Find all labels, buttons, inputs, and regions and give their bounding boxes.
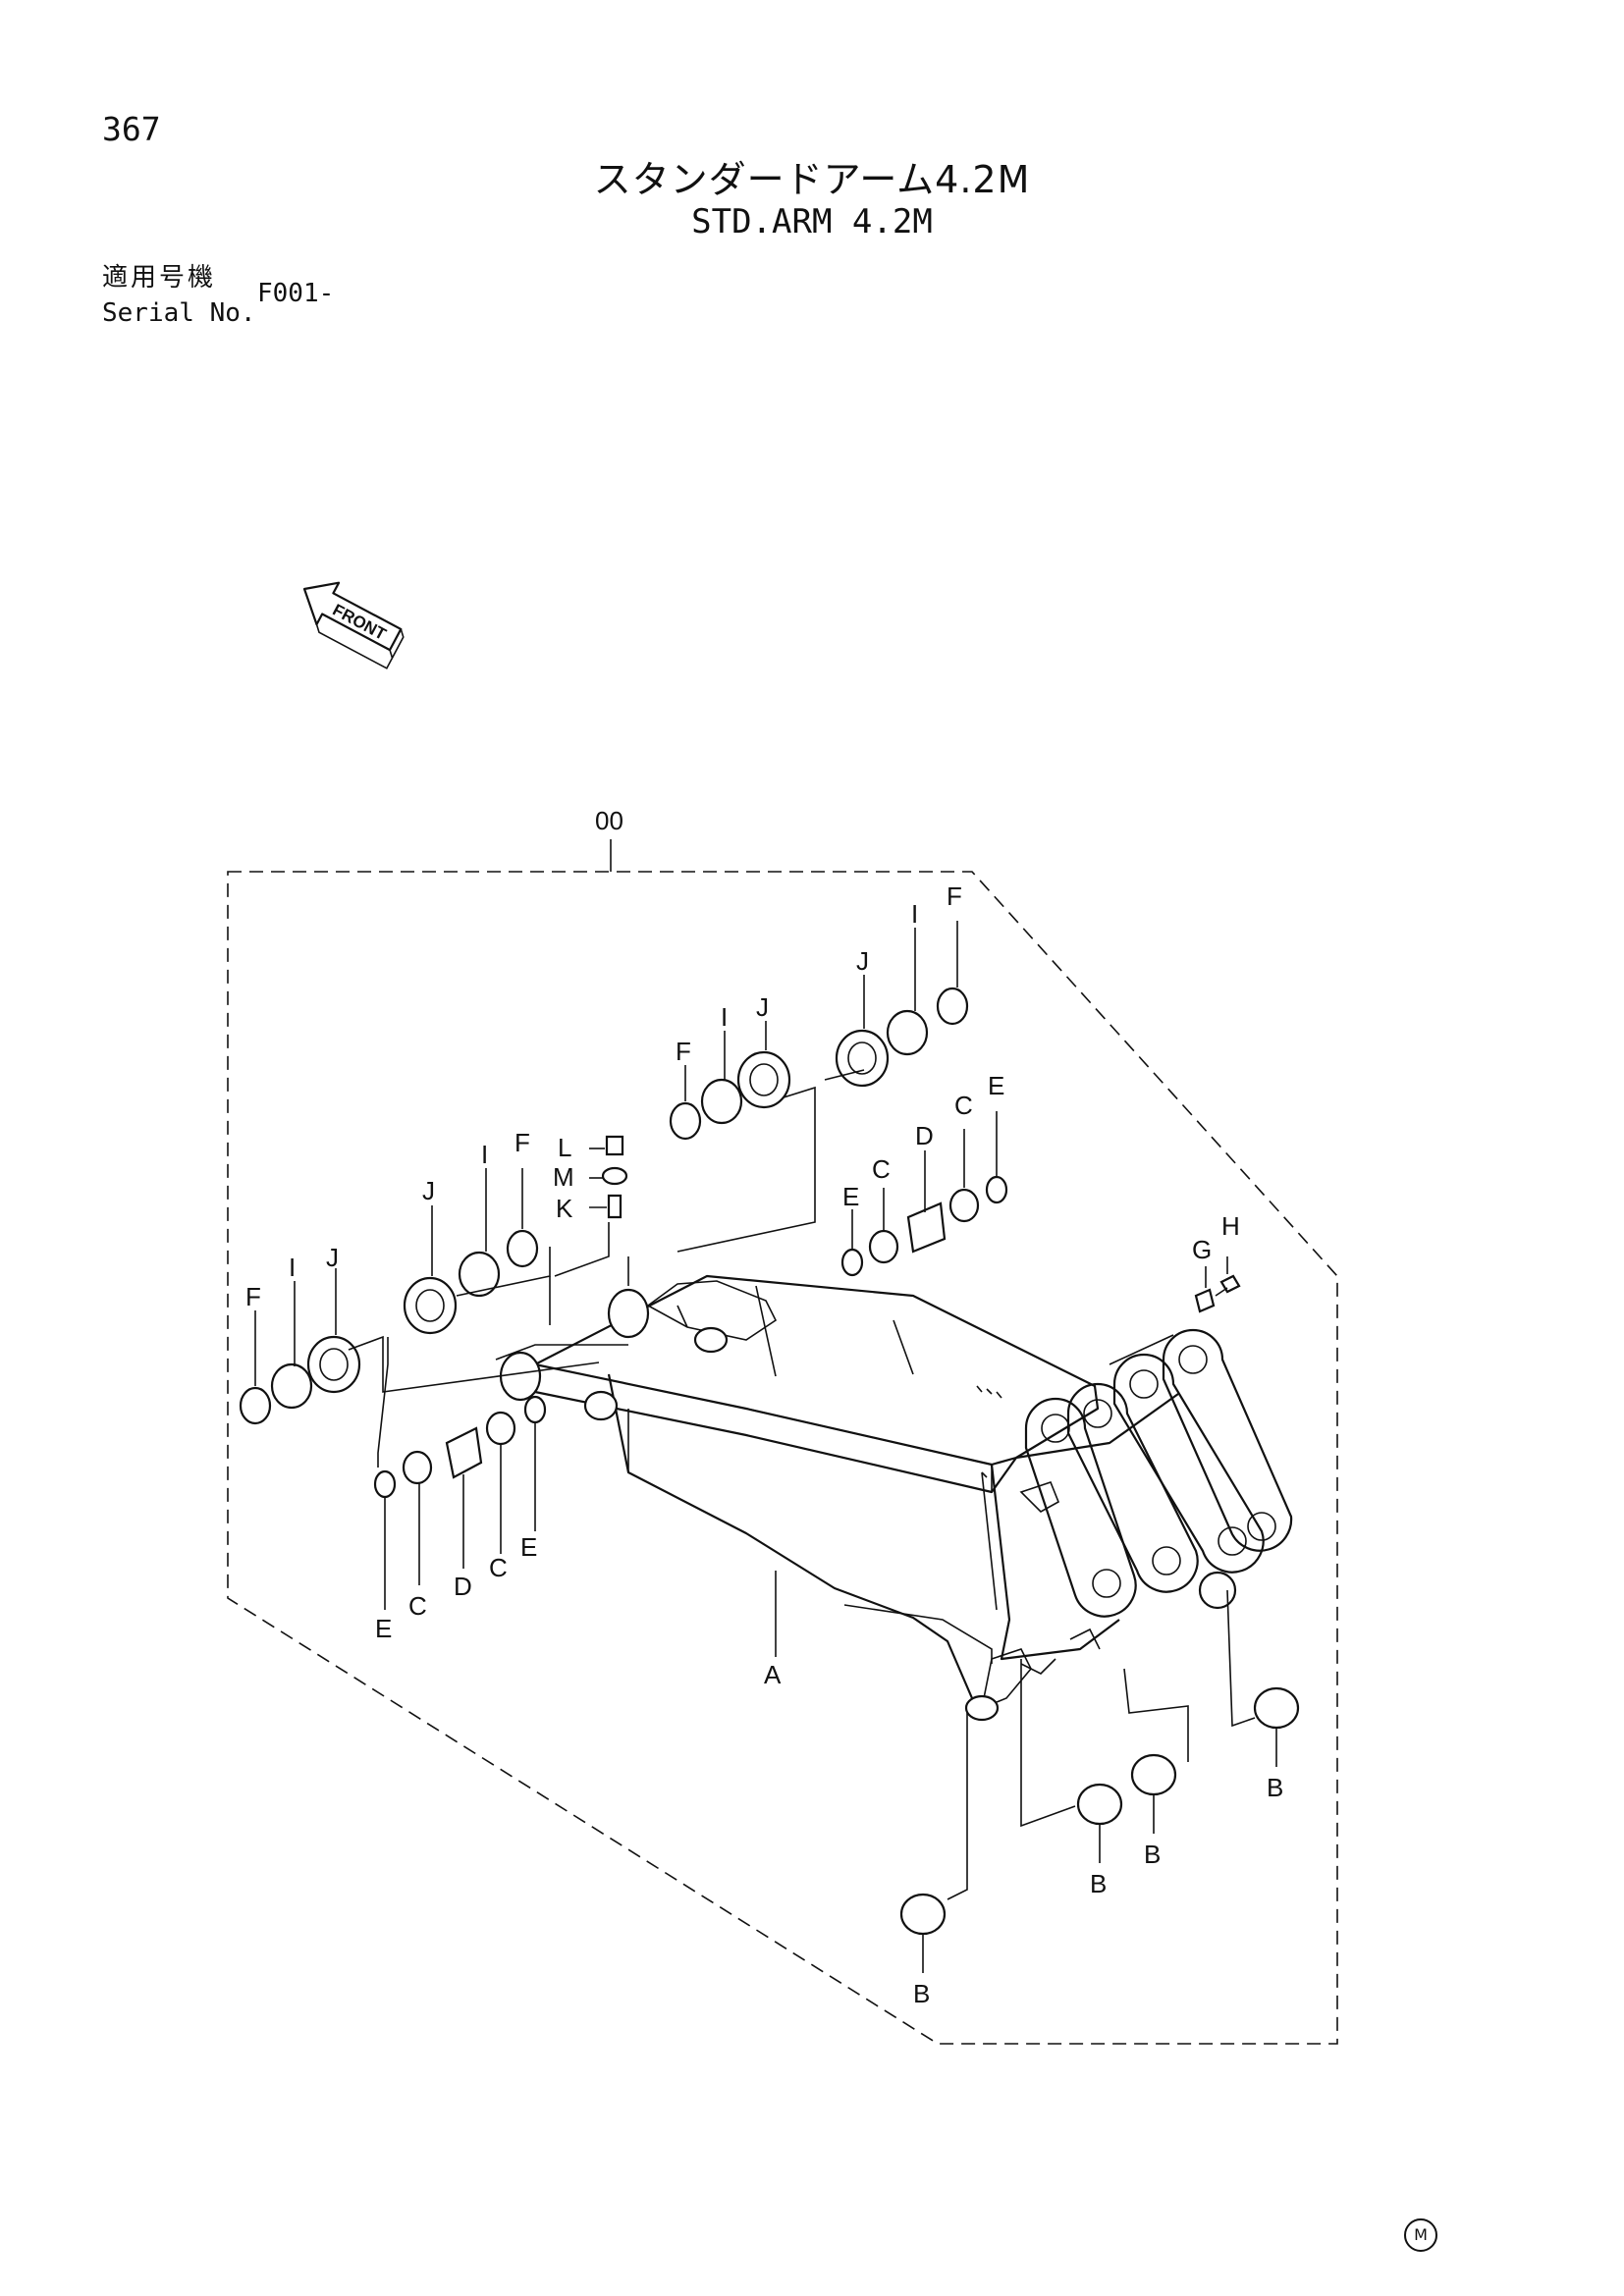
part-label-j: J xyxy=(326,1243,339,1272)
part-label-i: I xyxy=(289,1253,296,1282)
page-number: 367 xyxy=(102,110,161,148)
page-title-ja: スタンダードアーム4.2M xyxy=(593,158,1031,201)
grease-fitting-set xyxy=(601,1135,628,1219)
bolt-h xyxy=(1215,1274,1241,1297)
link-plates xyxy=(1024,1328,1293,1618)
part-label-f: F xyxy=(245,1282,261,1311)
part-label-h: H xyxy=(1221,1211,1240,1241)
label-ticks xyxy=(254,921,1277,1973)
lower-pin-set xyxy=(373,1395,547,1499)
part-label-j: J xyxy=(856,946,869,976)
page-title-en: STD.ARM 4.2M xyxy=(691,202,933,241)
left-bushing-set xyxy=(239,1335,361,1425)
part-label-c: C xyxy=(489,1553,508,1582)
part-label-j: J xyxy=(756,992,769,1022)
part-label-d: D xyxy=(454,1572,472,1601)
part-label-b: B xyxy=(1144,1840,1161,1869)
part-label-e: E xyxy=(520,1532,537,1562)
bushings-b xyxy=(899,1686,1300,1936)
serial-value: F001- xyxy=(257,279,335,308)
front-arrow-icon: FRONT xyxy=(302,581,405,669)
part-label-a: A xyxy=(764,1660,782,1689)
leader-lines xyxy=(348,1069,1256,1900)
arm-body xyxy=(495,1274,1179,1722)
part-label-f: F xyxy=(676,1037,691,1066)
part-label-g: G xyxy=(1192,1235,1212,1264)
footer-mark: M xyxy=(1404,2218,1437,2252)
part-label-k: K xyxy=(556,1194,573,1223)
plate-g xyxy=(1194,1288,1216,1313)
part-label-e: E xyxy=(375,1614,392,1643)
serial-label-en: Serial No. xyxy=(102,298,256,328)
part-label-c: C xyxy=(408,1591,427,1621)
upper-pin-set xyxy=(840,1175,1008,1277)
serial-label-ja: 適用号機 xyxy=(102,263,217,293)
part-label-c: C xyxy=(872,1154,891,1184)
part-label-f: F xyxy=(514,1128,530,1157)
upper-center-bushing-set xyxy=(669,1050,791,1141)
part-label-i: I xyxy=(721,1002,728,1032)
part-label-group: F I J J I F L M K F I J J I F D C E C E … xyxy=(245,881,1283,2008)
part-label-d: D xyxy=(915,1121,934,1150)
part-label-i: I xyxy=(481,1140,488,1169)
part-label-i: I xyxy=(911,899,918,929)
assembly-boundary xyxy=(227,871,1338,2045)
assembly-label: 00 xyxy=(595,806,623,835)
part-label-b: B xyxy=(913,1979,930,2008)
part-label-b: B xyxy=(1267,1773,1283,1802)
part-label-b: B xyxy=(1090,1869,1107,1898)
part-label-c: C xyxy=(954,1091,973,1120)
part-label-m: M xyxy=(553,1162,574,1192)
upper-right-bushing-set xyxy=(835,987,969,1088)
part-label-l: L xyxy=(558,1133,571,1162)
left-upper-bushing-set xyxy=(403,1229,539,1335)
part-label-f: F xyxy=(947,881,962,911)
part-label-j: J xyxy=(422,1176,435,1205)
part-label-e: E xyxy=(842,1182,859,1211)
part-label-e: E xyxy=(988,1071,1004,1100)
